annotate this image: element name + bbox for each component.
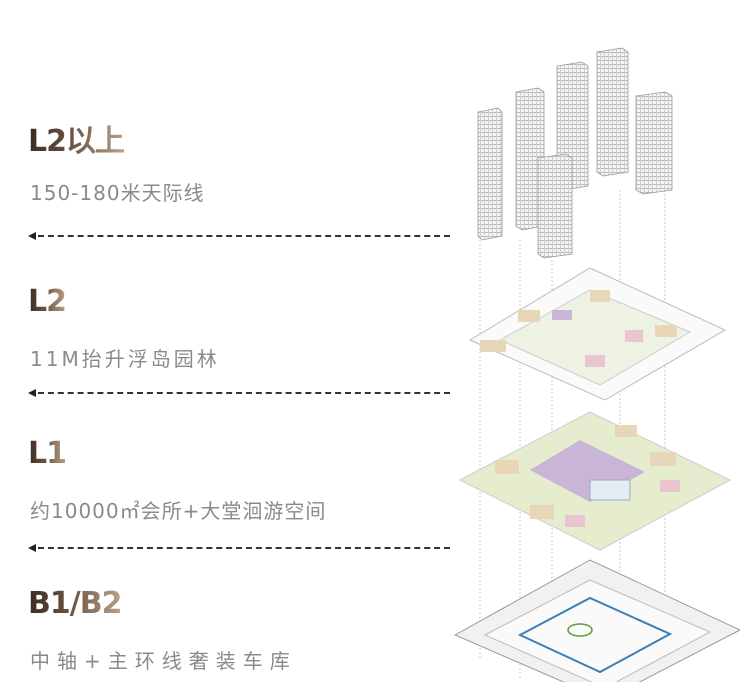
- towers: [477, 47, 673, 259]
- level-title-l1: L1: [28, 436, 67, 471]
- plate-b1-b2: [453, 559, 740, 682]
- arrow-head-icon: [28, 232, 36, 240]
- level-subtitle-l2: 11M抬升浮岛园林: [30, 347, 220, 371]
- level-title-above-l2: L2以上: [28, 116, 125, 160]
- level-subtitle-b1-b2: 中轴+主环线奢装车库: [30, 649, 297, 673]
- level-subtitle-above-l2: 150-180米天际线: [30, 181, 205, 205]
- dashed-arrow: [28, 543, 450, 553]
- level-title-b1-b2: B1/B2: [28, 586, 122, 621]
- plate-l1: [458, 411, 732, 551]
- axonometric-illustration: [453, 47, 740, 682]
- arrow-head-icon: [28, 544, 36, 552]
- level-subtitle-l1: 约10000㎡会所+大堂洄游空间: [30, 499, 327, 523]
- level-title-l2: L2: [28, 284, 67, 319]
- plate-l2: [468, 267, 727, 401]
- dashed-arrow: [28, 231, 450, 241]
- arrow-head-icon: [28, 389, 36, 397]
- dashed-arrow: [28, 388, 450, 398]
